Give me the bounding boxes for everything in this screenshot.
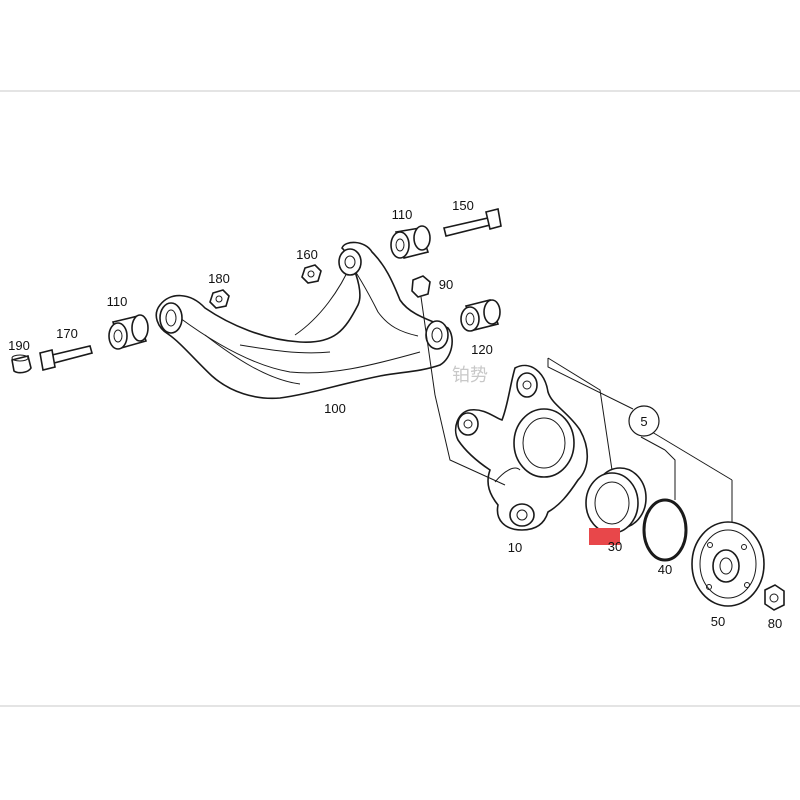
callout-150: 150 [452,198,474,213]
bushing-left-part [108,314,149,350]
wheel-hub-part [691,521,765,607]
callout-80: 80 [768,616,782,631]
callout-120: 120 [471,342,493,357]
bolt-90-leader-line [434,394,506,486]
bolt-150-part [443,208,502,237]
assembly-5-circle [628,405,660,437]
callout-50: 50 [711,614,725,629]
bushing-right-part [460,299,501,332]
callout-100: 100 [324,401,346,416]
watermark-text: 铂势 [452,365,488,386]
bolt-170-part [39,345,93,371]
nut-160-part [301,264,322,284]
nut-80-part [764,584,785,611]
callout-190: 190 [8,338,30,353]
wheel-bearing-part [585,467,647,534]
callout-30: 30 [608,539,622,554]
callout-10: 10 [508,540,522,555]
cap-190-part [11,354,32,374]
bushing-top-part [390,225,431,259]
callout-160: 160 [296,247,318,262]
control-arm-part [155,241,453,400]
callout-180: 180 [208,271,230,286]
assembly-5-leader-lines [547,357,733,522]
callout-110-left: 110 [107,294,128,309]
callout-5: 5 [640,414,647,429]
steering-knuckle-part [454,364,589,531]
callout-90: 90 [439,277,453,292]
highlight-marker [589,528,620,545]
callout-110-top: 110 [392,207,413,222]
snap-ring-part [642,498,688,562]
callout-40: 40 [658,562,672,577]
callout-170: 170 [56,326,78,341]
bolt-90-part [411,275,436,396]
nut-180-part [209,289,230,309]
